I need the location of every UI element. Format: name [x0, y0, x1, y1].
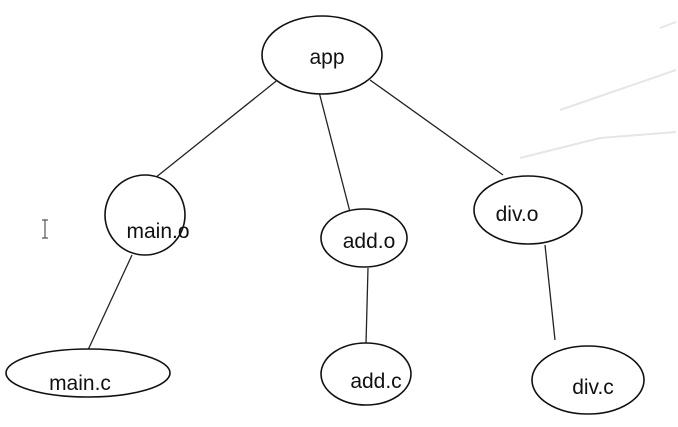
- edge-main-o-main-c: [87, 254, 133, 351]
- edge-app-add-o: [317, 87, 351, 213]
- edges: [87, 77, 556, 351]
- node-main-c: main.c: [5, 348, 171, 398]
- node-label-add-c: add.c: [350, 370, 401, 393]
- node-label-main-c: main.c: [49, 372, 111, 395]
- edge-app-main-o: [139, 77, 281, 191]
- edge-add-o-add-c: [365, 267, 369, 345]
- faint-stroke: [519, 131, 677, 159]
- faint-stroke: [559, 69, 677, 111]
- node-label-div-c: div.c: [572, 376, 614, 399]
- edge-app-div-o: [369, 79, 504, 176]
- node-label-main-o: main.o: [126, 220, 189, 243]
- node-label-add-o: add.o: [343, 230, 396, 253]
- text-cursor-icon: [42, 219, 48, 239]
- node-label-div-o: div.o: [496, 203, 539, 226]
- node-label-app: app: [309, 46, 344, 69]
- node-add-o: add.o: [320, 208, 408, 268]
- node-div-c: div.c: [531, 345, 645, 415]
- background-artifacts: [519, 21, 677, 159]
- faint-stroke: [659, 21, 677, 29]
- node-add-c: add.c: [320, 342, 412, 406]
- edge-div-o-div-c: [544, 244, 556, 341]
- node-app: app: [261, 15, 383, 95]
- node-main-o: main.o: [104, 174, 190, 256]
- node-div-o: div.o: [473, 175, 583, 245]
